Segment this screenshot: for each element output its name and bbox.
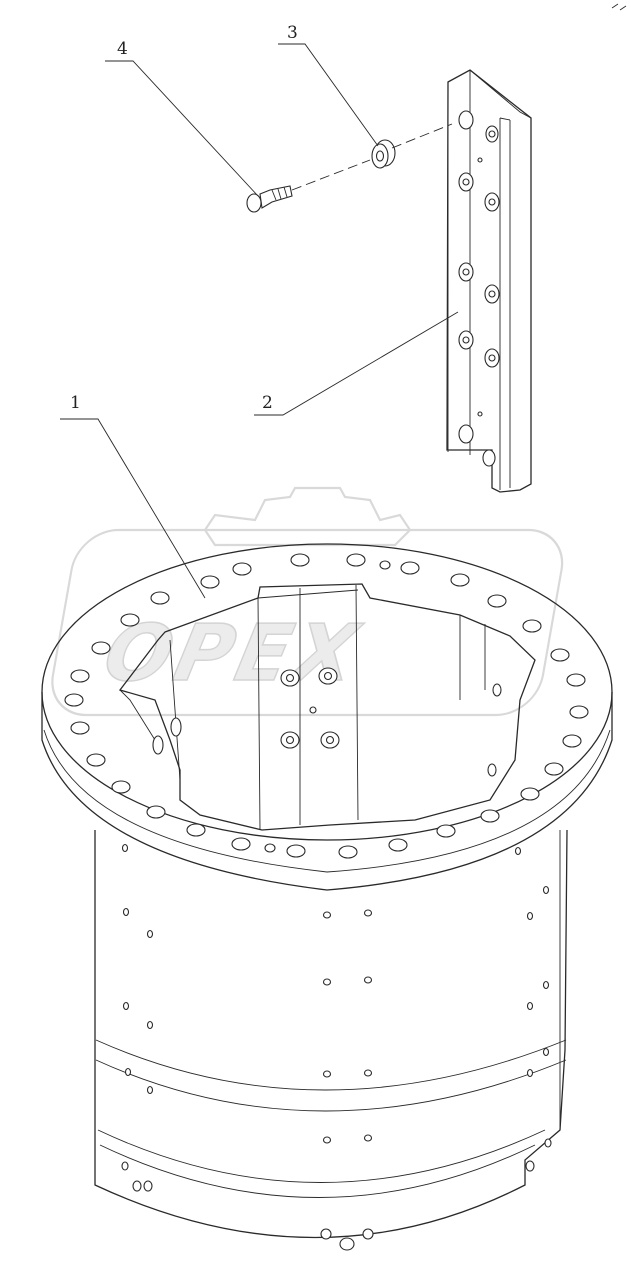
strip-holes [458,110,500,467]
watermark: OPEX [51,486,564,717]
watermark-gear-icon [203,486,412,547]
watermark-frame [51,528,564,717]
corner-mark [611,3,627,11]
housing-body-outline [94,829,568,1239]
callout-2: 2 [254,311,459,416]
washer-part [371,139,396,169]
liner-strip-part [446,69,532,493]
strip-face-line [447,69,532,490]
callout-1: 1 [60,393,206,599]
callout-1-number: 1 [70,393,81,413]
callout-4-number: 4 [117,39,128,59]
callout-2-leader [254,311,459,416]
watermark-text: OPEX [96,608,368,699]
callout-3-leader [278,43,379,147]
assembly-axis-line [291,123,453,191]
callout-3: 3 [278,23,379,147]
callout-1-leader [60,418,206,599]
body-holes [121,843,552,1251]
housing-part [41,543,613,1251]
callout-2-number: 2 [262,393,273,413]
strip-outline [446,69,532,493]
housing-band-lines [95,1039,567,1198]
callout-3-number: 3 [287,23,298,43]
bore-bolts [152,667,502,777]
screw-part [246,185,293,213]
callout-4: 4 [105,39,259,197]
inner-bore [118,583,536,831]
flange-bolt-holes [64,553,589,859]
flange-rim [41,692,613,891]
callout-4-leader [105,60,259,197]
